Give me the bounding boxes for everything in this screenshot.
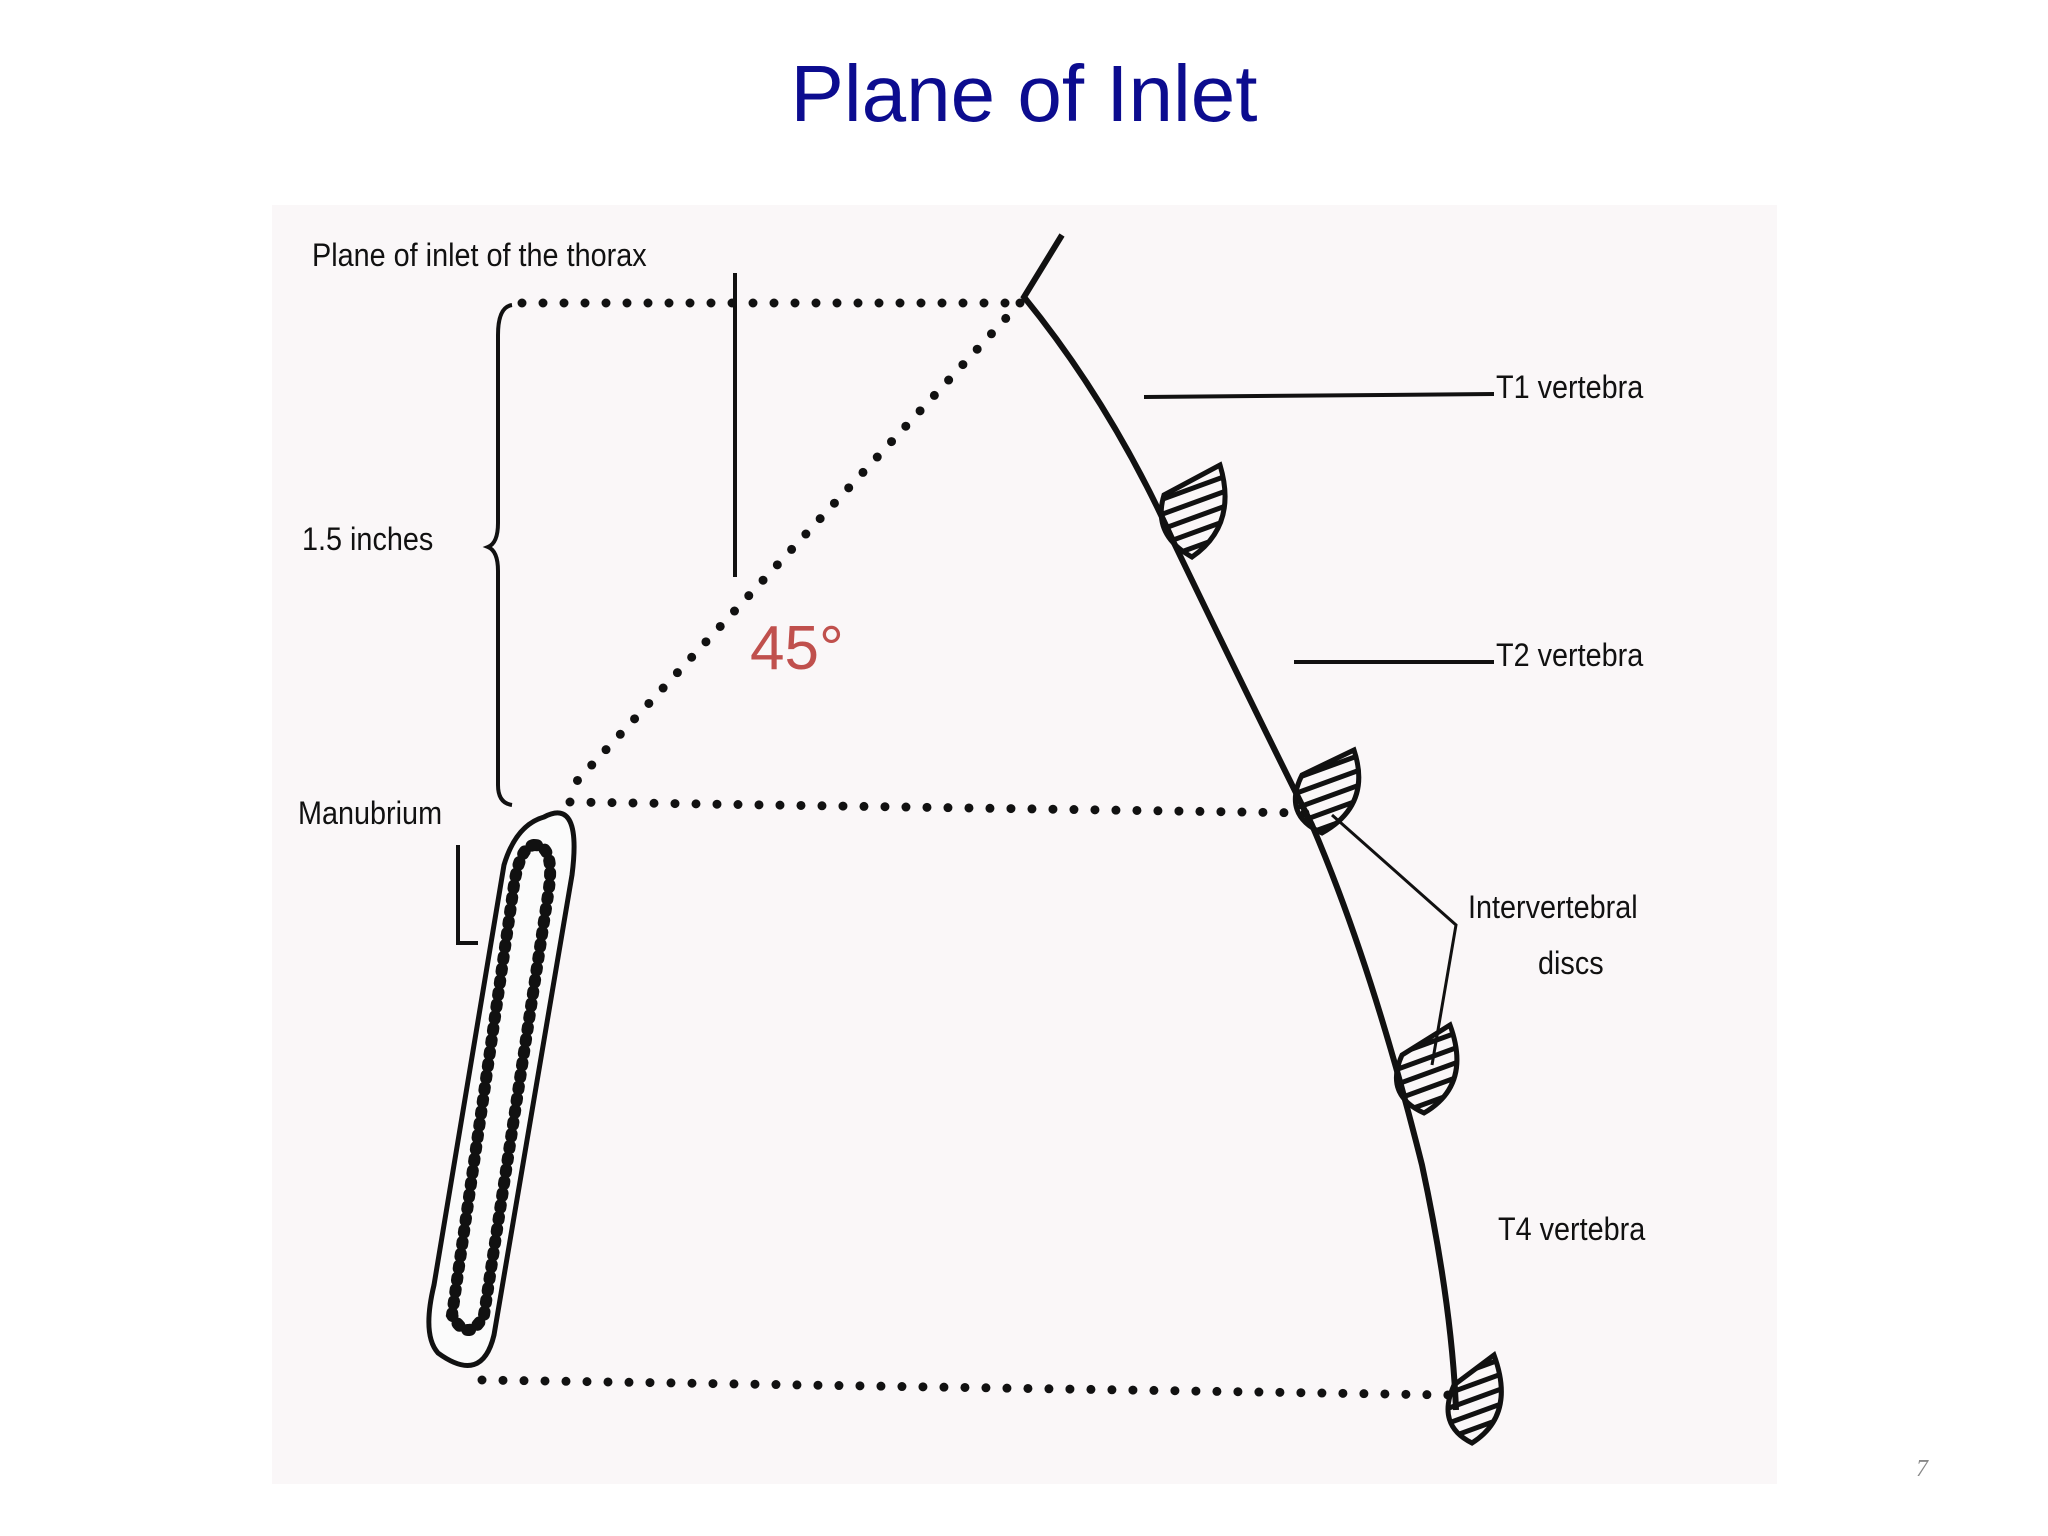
middle-dotted-line <box>565 797 1313 818</box>
t1-label: T1 vertebra <box>1496 369 1644 405</box>
intervertebral-pointer-lines <box>1331 813 1458 1066</box>
angled-dotted-line <box>559 298 1025 800</box>
manubrium-stipple <box>445 838 557 1336</box>
spine-curve <box>1020 233 1459 1411</box>
intervertebral-label: Intervertebral <box>1468 889 1638 925</box>
brace-icon <box>482 303 513 807</box>
bottom-dotted-line <box>477 1375 1455 1400</box>
slide-title: Plane of Inlet <box>790 49 1258 138</box>
manubrium-pointer <box>456 845 478 945</box>
vertebra-t2 <box>1292 746 1362 836</box>
discs-label: discs <box>1538 945 1604 981</box>
vertebra-t3 <box>1393 1021 1460 1116</box>
angle-label: 45° <box>750 614 844 683</box>
vertebra-t4 <box>1445 1350 1504 1446</box>
vertebra-t1 <box>1158 461 1228 560</box>
manubrium-label: Manubrium <box>298 795 443 831</box>
plane-of-inlet-label: Plane of inlet of the thorax <box>312 237 647 273</box>
t1-pointer-line <box>1143 392 1495 399</box>
inches-label: 1.5 inches <box>302 521 434 557</box>
thorax-inlet-diagram: Plane of inlet of the thorax 1.5 inches … <box>272 205 1777 1484</box>
t2-label: T2 vertebra <box>1496 637 1644 673</box>
diagram-drawing <box>426 233 1504 1446</box>
t4-label: T4 vertebra <box>1498 1211 1646 1247</box>
page-number: 7 <box>1916 1456 1928 1482</box>
